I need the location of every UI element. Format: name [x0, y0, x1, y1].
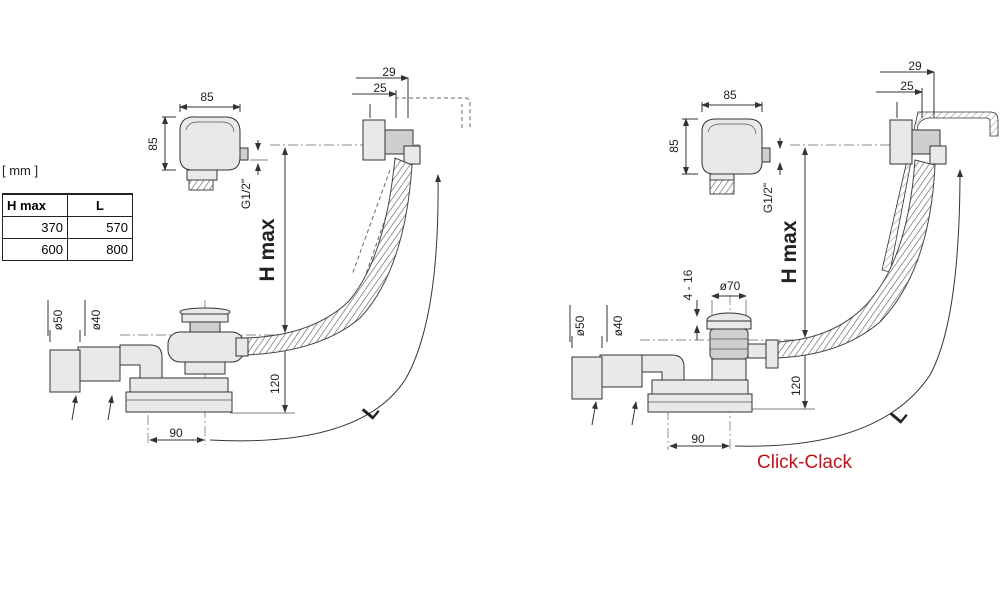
table-header-hmax: H max	[2, 193, 68, 217]
left-box-height: 85	[146, 137, 160, 151]
right-hmax: H max	[778, 220, 801, 283]
right-stroke-range: 4 - 16	[681, 269, 695, 300]
table-cell: 370	[2, 216, 68, 239]
right-pipe-outer: ø50	[573, 315, 587, 336]
left-thread: G1/2"	[239, 179, 253, 209]
right-assembly: 85 85 G1/2" H max 29 25 4 - 16 ø70 ø50 ø…	[569, 59, 999, 450]
table-cell: 600	[2, 238, 68, 261]
left-length: L	[358, 399, 384, 424]
left-pipe-outer: ø50	[51, 309, 65, 330]
right-offset: 90	[691, 432, 705, 446]
right-plug-dia: ø70	[720, 279, 741, 293]
size-table: H max L 370 570 600 800	[2, 193, 133, 261]
right-drain-body	[569, 305, 779, 426]
right-wall-box	[682, 102, 783, 195]
left-wall-box	[162, 104, 268, 191]
left-height: 120	[268, 374, 282, 394]
left-overflow-head	[351, 75, 471, 281]
left-top-inner: 25	[373, 81, 387, 95]
table-row: 370 570	[2, 216, 133, 239]
right-overflow-head	[876, 69, 947, 165]
left-box-width: 85	[200, 90, 214, 104]
left-offset: 90	[169, 426, 183, 440]
right-box-height: 85	[667, 139, 681, 153]
left-assembly: 85 85 G1/2" H max 29 25 ø50 ø40 120 90 L	[47, 65, 471, 445]
right-height: 120	[789, 376, 803, 396]
right-pipe-inner: ø40	[611, 315, 625, 336]
right-box-width: 85	[723, 88, 737, 102]
units-label: [ mm ]	[2, 163, 39, 178]
table-row: 600 800	[2, 238, 133, 261]
left-top-width: 29	[382, 65, 396, 79]
right-thread: G1/2"	[761, 183, 775, 213]
right-top-inner: 25	[900, 79, 914, 93]
click-clack-caption: Click-Clack	[757, 452, 852, 473]
left-hmax: H max	[256, 218, 279, 281]
left-drain-body	[47, 300, 249, 421]
table-header-row: H max L	[2, 193, 133, 217]
left-pipe-inner: ø40	[89, 309, 103, 330]
right-top-width: 29	[908, 59, 922, 73]
table-cell: 800	[67, 238, 133, 261]
